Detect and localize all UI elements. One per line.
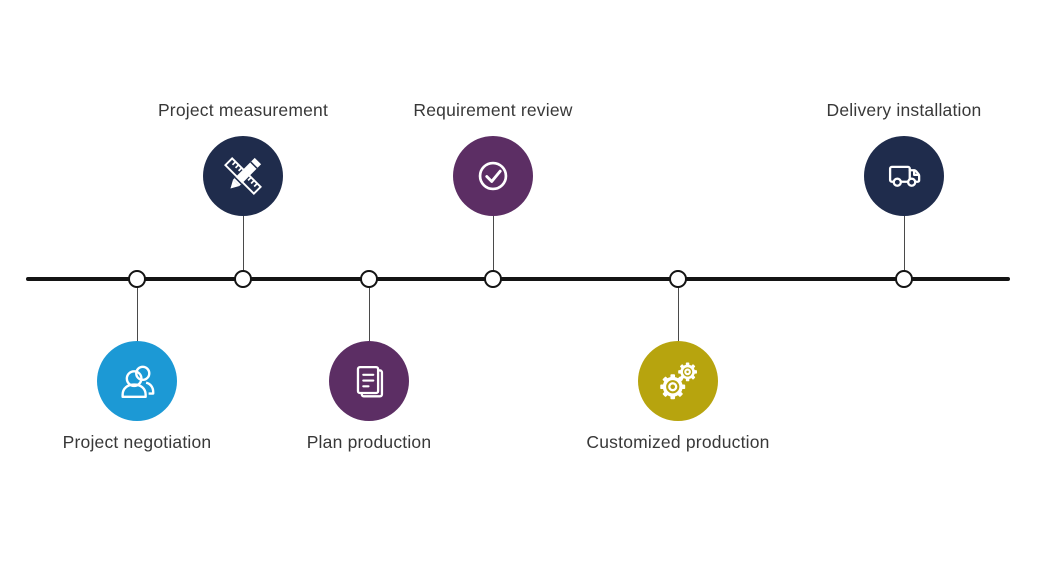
connector-line <box>677 286 679 344</box>
people-icon <box>121 365 155 399</box>
connector-line <box>492 212 494 272</box>
milestone-label: Project negotiation <box>62 432 212 452</box>
milestone-label: Customized production <box>586 432 770 452</box>
timeline-node <box>895 270 913 288</box>
timeline-node <box>484 270 502 288</box>
connector-line <box>903 212 905 272</box>
document-icon <box>356 365 384 398</box>
gears-icon <box>660 362 697 400</box>
timeline-line <box>26 277 1010 281</box>
timeline-node <box>669 270 687 288</box>
ruler-pencil-icon <box>224 157 262 195</box>
milestone-label: Plan production <box>306 432 432 452</box>
timeline-node <box>234 270 252 288</box>
milestone-label: Delivery installation <box>826 100 982 120</box>
check-circle-icon <box>478 161 508 191</box>
timeline-node <box>128 270 146 288</box>
milestone-circle <box>864 136 944 216</box>
timeline-node <box>360 270 378 288</box>
milestone-circle <box>638 341 718 421</box>
connector-line <box>368 286 370 344</box>
milestone-label: Project measurement <box>157 100 329 120</box>
milestone-circle <box>453 136 533 216</box>
milestone-circle <box>203 136 283 216</box>
truck-icon <box>888 165 921 187</box>
milestone-circle <box>329 341 409 421</box>
connector-line <box>136 286 138 344</box>
connector-line <box>242 212 244 272</box>
milestone-circle <box>97 341 177 421</box>
milestone-label: Requirement review <box>413 100 573 120</box>
